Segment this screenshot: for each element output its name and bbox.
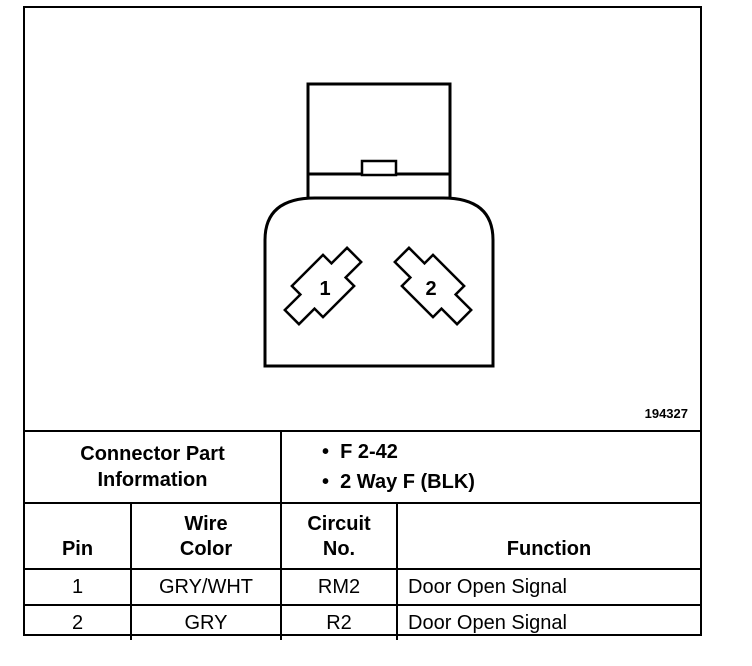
header-row: Pin Wire Color Circuit No. Function xyxy=(25,502,701,570)
connector-frame: 1 2 194327 Connector Part Information • … xyxy=(23,6,702,640)
figure-id: 194327 xyxy=(644,406,688,421)
header-circuit: Circuit No. xyxy=(280,502,398,570)
connector-table: Connector Part Information • F 2-42 • 2 … xyxy=(25,430,701,640)
connector-latch-housing xyxy=(306,82,452,206)
info-item: • F 2-42 xyxy=(322,441,398,463)
table-row: 2 GRY R2 Door Open Signal xyxy=(25,604,701,640)
cell-pin: 1 xyxy=(25,568,132,606)
cell-function: Door Open Signal xyxy=(395,604,701,640)
table-row: 1 GRY/WHT RM2 Door Open Signal xyxy=(25,568,701,606)
pin-2-label: 2 xyxy=(425,278,436,300)
terminal-2 xyxy=(393,246,473,326)
connector-diagram: 1 2 194327 xyxy=(25,8,700,430)
latch-tab xyxy=(360,159,398,177)
header-pin: Pin xyxy=(25,502,132,570)
header-function: Function xyxy=(395,502,701,570)
cell-function: Door Open Signal xyxy=(395,568,701,606)
cell-circuit: R2 xyxy=(280,604,398,640)
cell-circuit: RM2 xyxy=(280,568,398,606)
connector-body xyxy=(263,196,495,368)
header-wire-color: Wire Color xyxy=(130,502,282,570)
info-item: • 2 Way F (BLK) xyxy=(322,471,475,493)
connector-info-row: Connector Part Information • F 2-42 • 2 … xyxy=(25,430,701,504)
connector-drawing: 1 2 xyxy=(263,82,495,368)
connector-info-items: • F 2-42 • 2 Way F (BLK) xyxy=(279,430,701,504)
terminal-1 xyxy=(283,246,363,326)
cell-wire-color: GRY/WHT xyxy=(130,568,282,606)
pin-1-label: 1 xyxy=(319,278,330,300)
cell-wire-color: GRY xyxy=(130,604,282,640)
cell-pin: 2 xyxy=(25,604,132,640)
connector-info-label: Connector Part Information xyxy=(25,430,282,504)
